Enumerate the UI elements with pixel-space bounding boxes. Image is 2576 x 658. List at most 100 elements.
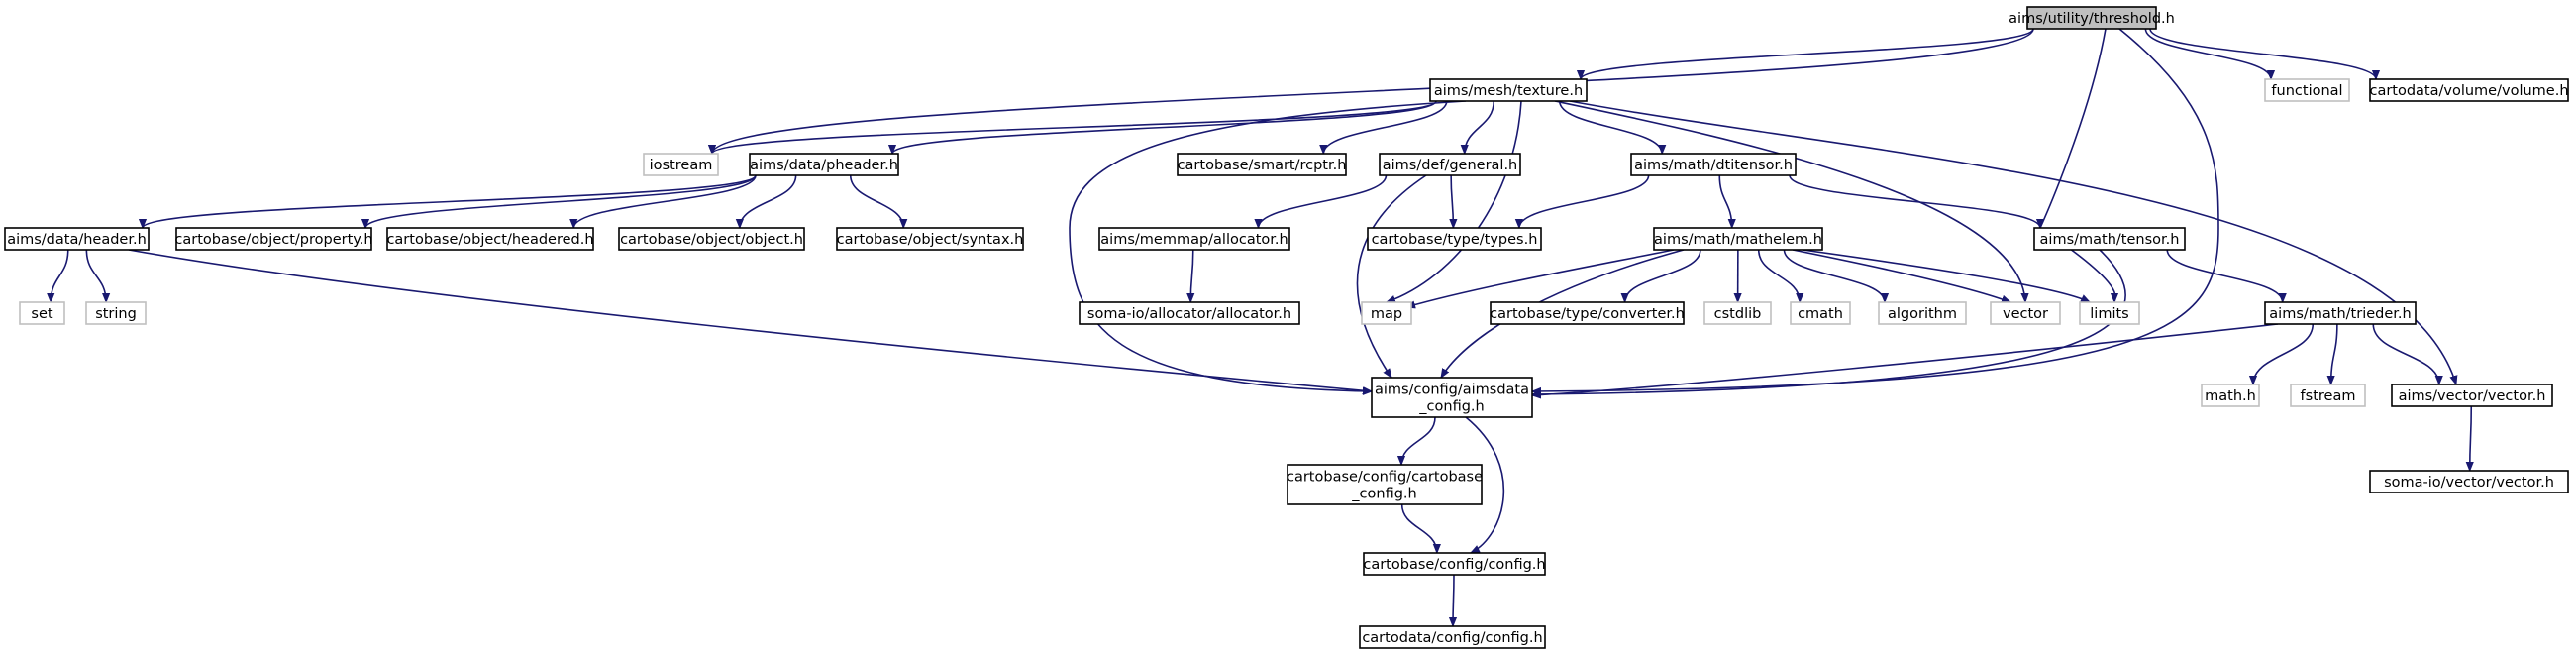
node-label: limits xyxy=(2090,306,2128,322)
node-somaalloc[interactable]: soma-io/allocator/allocator.h xyxy=(1079,301,1300,325)
edge-trieder-to-aimsdata-config xyxy=(1532,323,2279,395)
edge-cartobase-config-to-cbconfig xyxy=(1400,503,1437,554)
edge-cbconfig-to-cdconfig xyxy=(1453,574,1454,626)
edge-aimsvector-to-somavector xyxy=(2470,405,2472,471)
node-box xyxy=(2264,78,2350,102)
edge-pheader-to-syntax xyxy=(849,174,904,229)
node-box xyxy=(4,227,150,251)
node-label: cartobase/config/cartobase xyxy=(1287,470,1483,486)
edge-tensor-to-trieder xyxy=(2166,249,2283,303)
node-box xyxy=(1367,227,1542,251)
node-box xyxy=(2391,384,2553,407)
node-header[interactable]: aims/data/header.h xyxy=(4,227,150,251)
node-label: cartodata/volume/volume.h xyxy=(2369,83,2568,99)
node-cdconfig[interactable]: cartodata/config/config.h xyxy=(1359,625,1546,649)
edge-dtitensor-to-tensor xyxy=(1789,174,2040,229)
edge-threshold-to-iostream xyxy=(712,28,2034,155)
node-mathelem[interactable]: aims/math/mathelem.h xyxy=(1653,227,1823,251)
node-box xyxy=(1429,78,1588,102)
node-general[interactable]: aims/def/general.h xyxy=(1379,153,1521,176)
node-somavector[interactable]: soma-io/vector/vector.h xyxy=(2369,470,2569,494)
node-label: map xyxy=(1371,306,1402,322)
edge-general-to-types xyxy=(1451,174,1453,228)
edge-pheader-to-object xyxy=(740,174,797,229)
node-cstdlib: cstdlib xyxy=(1703,301,1772,325)
edge-trieder-to-fstream xyxy=(2331,323,2338,384)
node-rcptr[interactable]: cartobase/smart/rcptr.h xyxy=(1177,153,1347,176)
node-headered[interactable]: cartobase/object/headered.h xyxy=(386,227,594,251)
node-string: string xyxy=(85,301,147,325)
node-box xyxy=(836,227,1024,251)
node-label: cmath xyxy=(1798,306,1843,322)
node-iostream: iostream xyxy=(643,153,719,176)
node-box xyxy=(1098,227,1290,251)
node-aimsdata-config[interactable]: aims/config/aimsdata_config.h xyxy=(1371,377,1533,418)
edge-texture-to-dtitensor xyxy=(1558,100,1663,155)
node-box xyxy=(1490,301,1685,325)
edge-header-to-set xyxy=(51,249,69,302)
node-box xyxy=(2026,6,2157,30)
node-cbconfig[interactable]: cartobase/config/config.h xyxy=(1363,552,1546,576)
node-label: vector xyxy=(2003,306,2048,322)
edge-pheader-to-headered xyxy=(573,174,757,229)
node-label: cartobase/object/headered.h xyxy=(386,232,593,248)
node-label: _config.h xyxy=(1418,399,1484,415)
node-converter[interactable]: cartobase/type/converter.h xyxy=(1490,301,1685,325)
node-box xyxy=(2264,301,2417,325)
node-box xyxy=(1703,301,1772,325)
edge-aimsdata-config-to-cartobase-config xyxy=(1401,416,1436,466)
edge-threshold-to-volume xyxy=(2149,28,2376,80)
node-property[interactable]: cartobase/object/property.h xyxy=(174,227,373,251)
node-syntax[interactable]: cartobase/object/syntax.h xyxy=(836,227,1024,251)
edge-mathelem-to-converter xyxy=(1625,249,1701,303)
node-box xyxy=(749,153,899,176)
edge-trieder-to-mathh xyxy=(2253,323,2315,385)
edge-general-to-aimsdata-config xyxy=(1356,174,1427,378)
node-mathh: math.h xyxy=(2201,384,2260,407)
node-box xyxy=(2079,301,2140,325)
node-box xyxy=(1359,625,1546,649)
node-object[interactable]: cartobase/object/object.h xyxy=(618,227,805,251)
edge-tensor-to-aimsdata-config xyxy=(1532,249,2126,394)
edge-mathelem-to-algorithm xyxy=(1783,249,1886,303)
node-box xyxy=(85,301,147,325)
node-box xyxy=(1878,301,1967,325)
node-cartobase-config[interactable]: cartobase/config/cartobase_config.h xyxy=(1287,464,1483,505)
edge-texture-to-general xyxy=(1465,100,1495,155)
node-allocator[interactable]: aims/memmap/allocator.h xyxy=(1098,227,1290,251)
edge-pheader-to-header xyxy=(143,174,757,229)
node-aimsvector[interactable]: aims/vector/vector.h xyxy=(2391,384,2553,407)
node-label: cartobase/smart/rcptr.h xyxy=(1178,158,1347,173)
edge-mathelem-to-map xyxy=(1406,249,1675,307)
node-texture[interactable]: aims/mesh/texture.h xyxy=(1429,78,1588,102)
node-label: cartodata/config/config.h xyxy=(1362,630,1542,646)
node-box xyxy=(2290,384,2366,407)
node-label: aims/mesh/texture.h xyxy=(1434,83,1583,99)
node-box xyxy=(2369,470,2569,494)
edges-layer xyxy=(51,28,2472,626)
edge-dtitensor-to-mathelem xyxy=(1718,174,1732,228)
node-box xyxy=(643,153,719,176)
node-box xyxy=(19,301,65,325)
node-label: _config.h xyxy=(1351,487,1416,502)
node-dtitensor[interactable]: aims/math/dtitensor.h xyxy=(1630,153,1797,176)
node-threshold[interactable]: aims/utility/threshold.h xyxy=(2009,6,2175,30)
node-label: aims/math/trieder.h xyxy=(2269,306,2411,322)
node-pheader[interactable]: aims/data/pheader.h xyxy=(749,153,899,176)
node-trieder[interactable]: aims/math/trieder.h xyxy=(2264,301,2417,325)
node-volume[interactable]: cartodata/volume/volume.h xyxy=(2369,78,2569,102)
node-types[interactable]: cartobase/type/types.h xyxy=(1367,227,1542,251)
edge-dtitensor-to-types xyxy=(1519,174,1650,229)
node-box xyxy=(1363,552,1546,576)
node-label: set xyxy=(31,306,52,322)
edge-texture-to-aimsdata-config xyxy=(1069,100,1467,391)
node-label: cartobase/config/config.h xyxy=(1363,557,1545,573)
edge-mathelem-to-vector xyxy=(1792,249,2010,303)
nodes-layer: aims/utility/threshold.h aims/mesh/textur… xyxy=(4,6,2569,649)
node-tensor[interactable]: aims/math/tensor.h xyxy=(2033,227,2186,251)
edge-texture-to-rcptr xyxy=(1323,100,1448,155)
node-label: aims/utility/threshold.h xyxy=(2009,11,2175,27)
node-label: cartobase/type/types.h xyxy=(1372,232,1538,248)
edge-pheader-to-property xyxy=(365,174,757,229)
node-functional: functional xyxy=(2264,78,2350,102)
